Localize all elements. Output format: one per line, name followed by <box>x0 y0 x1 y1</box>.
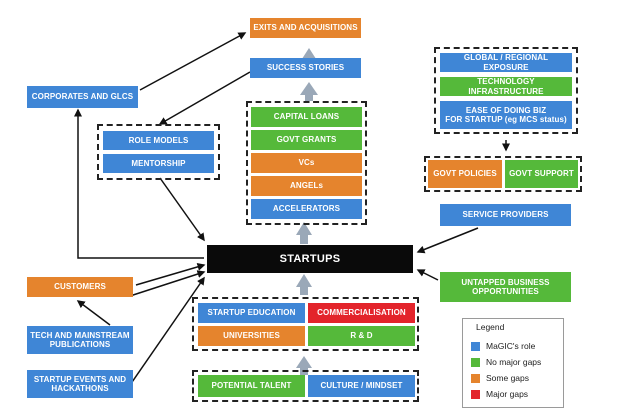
arrow-success-to-rolemodels <box>158 71 251 125</box>
legend-label: No major gaps <box>486 357 542 367</box>
pubs-line-2: PUBLICATIONS <box>49 340 111 349</box>
node-untapped-business-opportunities: UNTAPPED BUSINESS OPPORTUNITIES <box>440 272 571 302</box>
legend-label: Major gaps <box>486 389 529 399</box>
node-govt-grants: GOVT GRANTS <box>251 130 362 150</box>
events-line-2: HACKATHONS <box>51 384 109 393</box>
legend-title: Legend <box>476 322 505 332</box>
node-customers: CUSTOMERS <box>27 277 133 297</box>
node-success-stories: SUCCESS STORIES <box>250 58 361 78</box>
group-role-mentorship <box>97 124 220 180</box>
untapped-line-1: UNTAPPED BUSINESS <box>461 277 550 287</box>
node-role-models: ROLE MODELS <box>103 131 214 150</box>
node-startups: STARTUPS <box>207 245 413 273</box>
node-exits-and-acquisitions: EXITS AND ACQUISITIONS <box>250 18 361 38</box>
legend-swatch-orange <box>471 373 480 383</box>
ease-line-1: EASE OF DOING BIZ <box>465 105 547 115</box>
group-education-rd <box>192 297 419 351</box>
node-corporates-and-glcs: CORPORATES AND GLCS <box>27 86 138 108</box>
legend: Legend MaGIC's role No major gaps Some g… <box>462 318 564 408</box>
pubs-line-1: TECH AND MAINSTREAM <box>30 330 130 340</box>
group-govt <box>424 156 582 192</box>
group-talent-culture <box>192 370 419 402</box>
arrow-startups-to-customers <box>129 270 206 297</box>
gray-arrow-to-startups <box>296 274 312 295</box>
ease-line-2: FOR STARTUP (eg MCS status) <box>445 115 567 124</box>
arrow-customers-to-startups <box>135 262 206 286</box>
legend-label: MaGIC's role <box>486 341 536 351</box>
arrow-corporates-to-exits <box>139 32 247 91</box>
legend-item: MaGIC's role <box>471 341 535 351</box>
node-govt-support: GOVT SUPPORT <box>505 160 578 188</box>
node-technology-infrastructure: TECHNOLOGY INFRASTRUCTURE <box>440 77 572 96</box>
node-ease-of-doing-biz: EASE OF DOING BIZ FOR STARTUP (eg MCS st… <box>440 101 572 129</box>
arrow-events-to-startups <box>129 276 205 386</box>
group-ecosystem-enablers <box>434 47 578 134</box>
node-service-providers: SERVICE PROVIDERS <box>440 204 571 226</box>
arrow-pubs-to-customers <box>76 300 111 326</box>
node-mentorship: MENTORSHIP <box>103 154 214 173</box>
untapped-line-2: OPPORTUNITIES <box>472 287 539 296</box>
node-govt-policies: GOVT POLICIES <box>428 160 502 188</box>
legend-swatch-red <box>471 389 480 399</box>
node-tech-and-mainstream-publications: TECH AND MAINSTREAM PUBLICATIONS <box>27 326 133 354</box>
node-potential-talent: POTENTIAL TALENT <box>198 375 305 397</box>
node-accelerators: ACCELERATORS <box>251 199 362 219</box>
gray-arrow-to-success <box>300 82 318 101</box>
legend-swatch-blue <box>471 341 480 351</box>
node-commercialisation: COMMERCIALISATION <box>308 303 415 323</box>
gray-arrow-from-startups <box>296 222 312 244</box>
arrow-service-to-startups <box>416 227 479 254</box>
legend-item: No major gaps <box>471 357 541 367</box>
node-vcs: VCs <box>251 153 362 173</box>
node-startup-education: STARTUP EDUCATION <box>198 303 305 323</box>
node-capital-loans: CAPITAL LOANS <box>251 107 362 127</box>
legend-label: Some gaps <box>486 373 529 383</box>
node-r-and-d: R & D <box>308 326 415 346</box>
group-funding-stack <box>246 101 367 225</box>
arrow-untapped-to-startups <box>416 269 439 281</box>
legend-item: Major gaps <box>471 389 528 399</box>
node-startup-events-and-hackathons: STARTUP EVENTS AND HACKATHONS <box>27 370 133 398</box>
node-universities: UNIVERSITIES <box>198 326 305 346</box>
legend-item: Some gaps <box>471 373 529 383</box>
node-global-regional-exposure: GLOBAL / REGIONAL EXPOSURE <box>440 53 572 72</box>
arrow-mentorship-to-startups <box>159 177 205 242</box>
arrow-startups-to-corporates <box>74 108 204 259</box>
legend-swatch-green <box>471 357 480 367</box>
node-angels: ANGELs <box>251 176 362 196</box>
events-line-1: STARTUP EVENTS AND <box>33 374 127 384</box>
node-culture-mindset: CULTURE / MINDSET <box>308 375 415 397</box>
